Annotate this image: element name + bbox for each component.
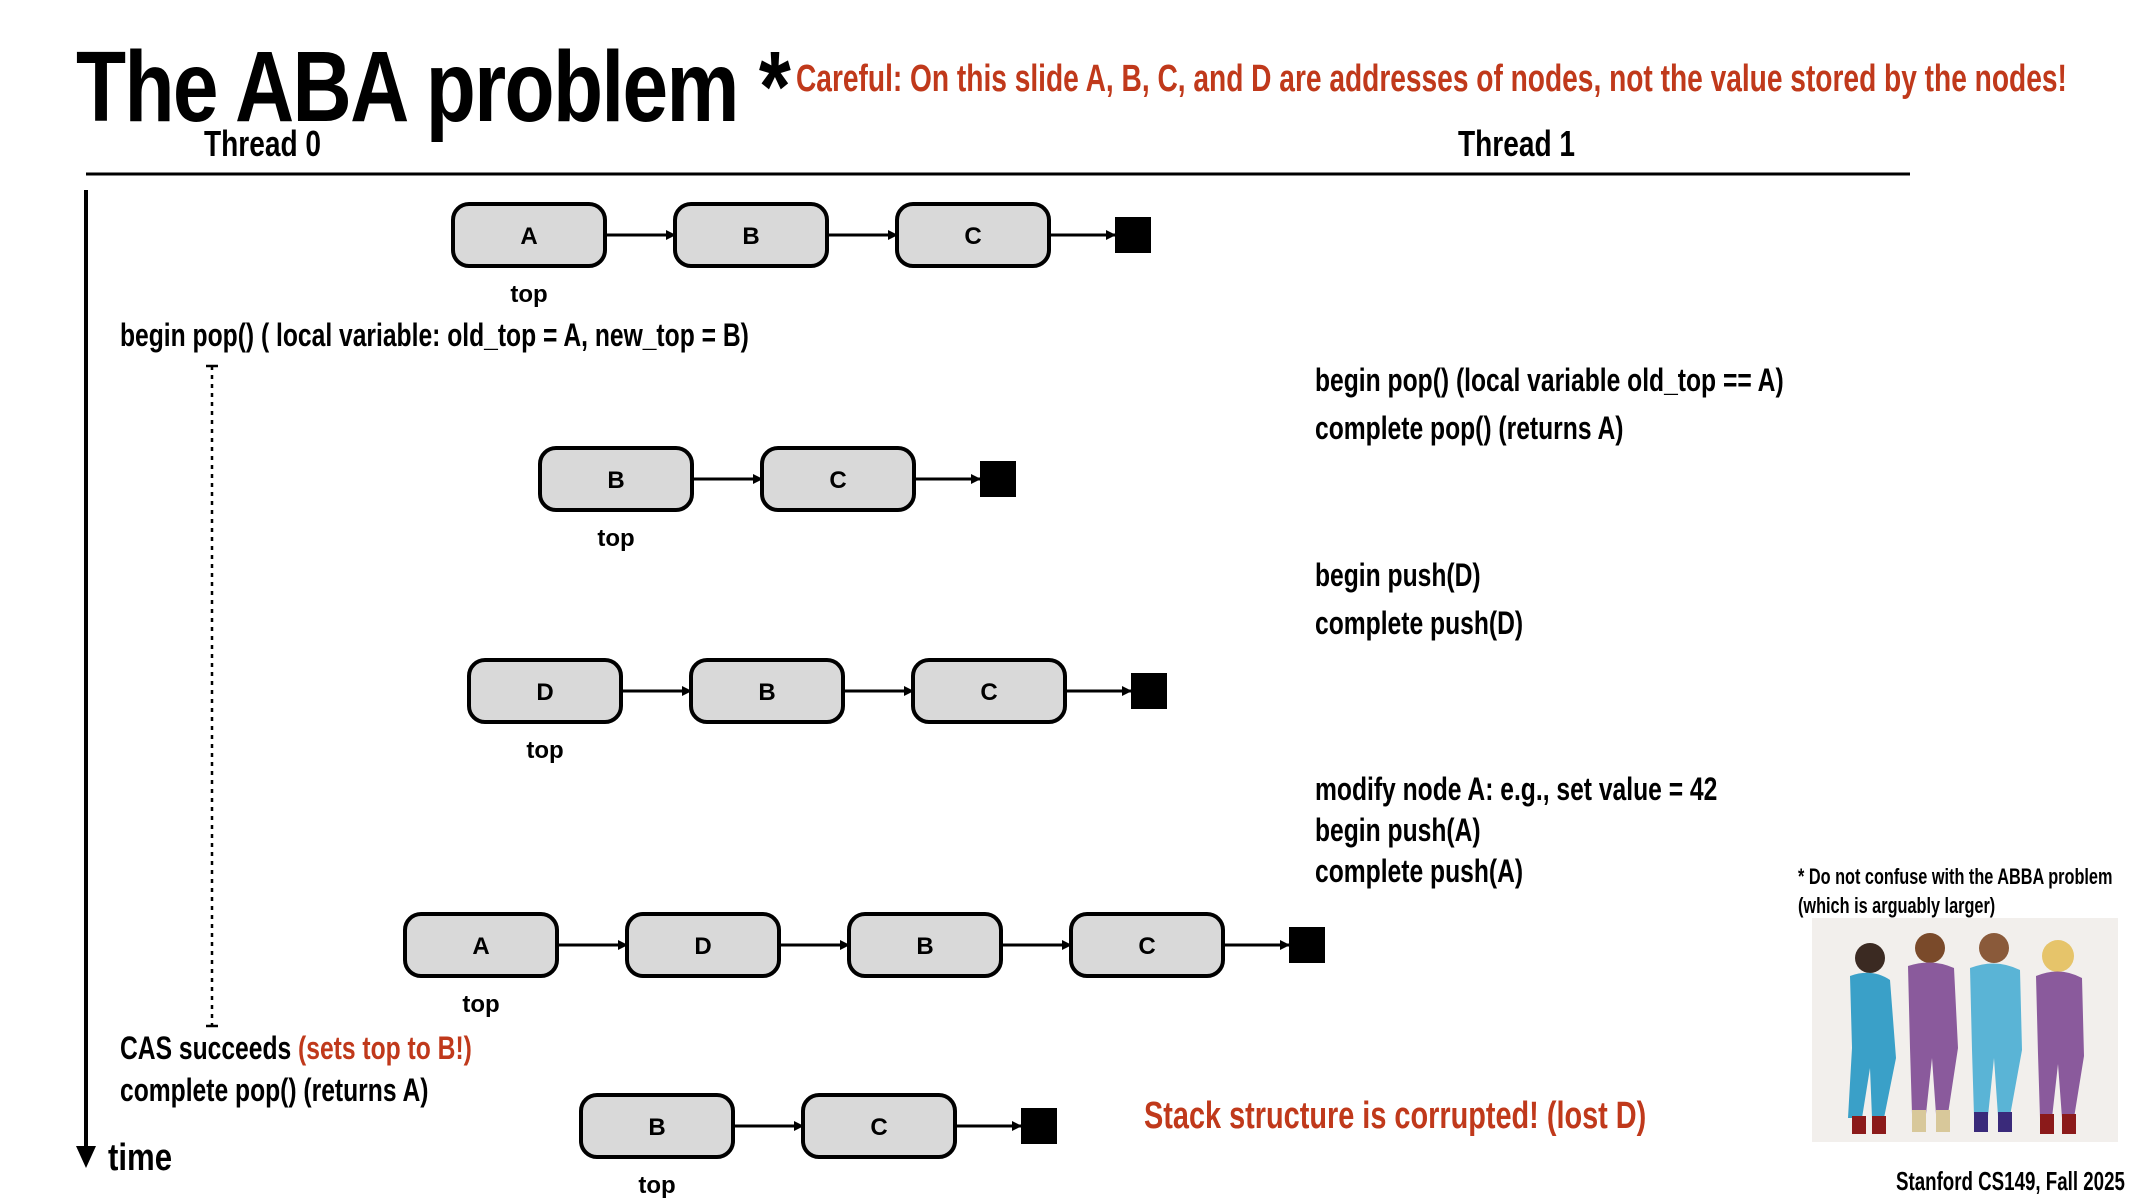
abba-footnote: * Do not confuse with the ABBA problem (… bbox=[1798, 862, 2112, 920]
stack-node: B bbox=[847, 912, 1003, 978]
node-label: C bbox=[964, 223, 981, 250]
stack-node: A bbox=[451, 202, 607, 268]
node-label: A bbox=[520, 223, 537, 250]
thread0-begin-pop: begin pop() ( local variable: old_top = … bbox=[120, 317, 749, 353]
abba-footnote-line2: (which is arguably larger) bbox=[1798, 893, 1996, 918]
abba-band-photo bbox=[1812, 918, 2118, 1142]
node-label: C bbox=[870, 1114, 887, 1141]
figure-4 bbox=[2036, 940, 2084, 1134]
thread1-complete-pop: complete pop() (returns A) bbox=[1315, 410, 1624, 446]
thread1-complete-push-a: complete push(A) bbox=[1315, 853, 1524, 889]
thread1-begin-pop: begin pop() (local variable old_top == A… bbox=[1315, 362, 1784, 398]
corrupted-note: Stack structure is corrupted! (lost D) bbox=[1144, 1095, 1647, 1137]
top-label: top bbox=[462, 991, 499, 1018]
cas-detail-text: (sets top to B!) bbox=[298, 1030, 472, 1066]
thread1-header: Thread 1 bbox=[1458, 123, 1576, 164]
stack-node: C bbox=[895, 202, 1051, 268]
stack-node: D bbox=[467, 658, 623, 724]
stack-node: B bbox=[673, 202, 829, 268]
node-label: B bbox=[742, 223, 759, 250]
figure-3 bbox=[1970, 933, 2022, 1132]
null-terminator bbox=[1115, 217, 1151, 253]
stack-node: B bbox=[689, 658, 845, 724]
band-illustration bbox=[1812, 918, 2118, 1142]
time-arrowhead bbox=[76, 1146, 96, 1168]
stack-node: B bbox=[579, 1093, 735, 1159]
stack-node: C bbox=[911, 658, 1067, 724]
top-label: top bbox=[510, 281, 547, 308]
node-label: A bbox=[472, 933, 489, 960]
stack-node: B bbox=[538, 446, 694, 512]
thread1-begin-push-d: begin push(D) bbox=[1315, 557, 1481, 593]
thread0-header: Thread 0 bbox=[204, 123, 322, 164]
time-label: time bbox=[108, 1137, 173, 1179]
node-label: B bbox=[607, 467, 624, 494]
course-credit: Stanford CS149, Fall 2025 bbox=[1896, 1166, 2125, 1196]
cas-succeeds-text: CAS succeeds bbox=[120, 1030, 299, 1066]
top-label: top bbox=[638, 1172, 675, 1199]
abba-footnote-line1: * Do not confuse with the ABBA problem bbox=[1798, 864, 2113, 889]
top-label: top bbox=[597, 525, 634, 552]
stack-node: D bbox=[625, 912, 781, 978]
figure-2 bbox=[1908, 933, 1958, 1132]
node-label: C bbox=[980, 679, 997, 706]
null-terminator bbox=[980, 461, 1016, 497]
node-label: B bbox=[758, 679, 775, 706]
stack-node: C bbox=[760, 446, 916, 512]
thread1-modify-node-a: modify node A: e.g., set value = 42 bbox=[1315, 771, 1718, 807]
thread1-complete-push-d: complete push(D) bbox=[1315, 605, 1524, 641]
node-label: D bbox=[536, 679, 553, 706]
null-terminator bbox=[1131, 673, 1167, 709]
node-label: C bbox=[829, 467, 846, 494]
node-label: B bbox=[916, 933, 933, 960]
careful-note: Careful: On this slide A, B, C, and D ar… bbox=[796, 58, 2067, 100]
null-terminator bbox=[1289, 927, 1325, 963]
slide-title: The ABA problem * bbox=[76, 31, 791, 143]
null-terminator bbox=[1021, 1108, 1057, 1144]
figure-1 bbox=[1848, 943, 1896, 1134]
thread1-begin-push-a: begin push(A) bbox=[1315, 812, 1481, 848]
thread0-complete-pop: complete pop() (returns A) bbox=[120, 1072, 429, 1108]
stack-node: C bbox=[1069, 912, 1225, 978]
node-label: B bbox=[648, 1114, 665, 1141]
stack-node: A bbox=[403, 912, 559, 978]
node-label: C bbox=[1138, 933, 1155, 960]
thread0-cas-line: CAS succeeds (sets top to B!) bbox=[120, 1030, 472, 1067]
top-label: top bbox=[526, 737, 563, 764]
stack-node: C bbox=[801, 1093, 957, 1159]
node-label: D bbox=[694, 933, 711, 960]
